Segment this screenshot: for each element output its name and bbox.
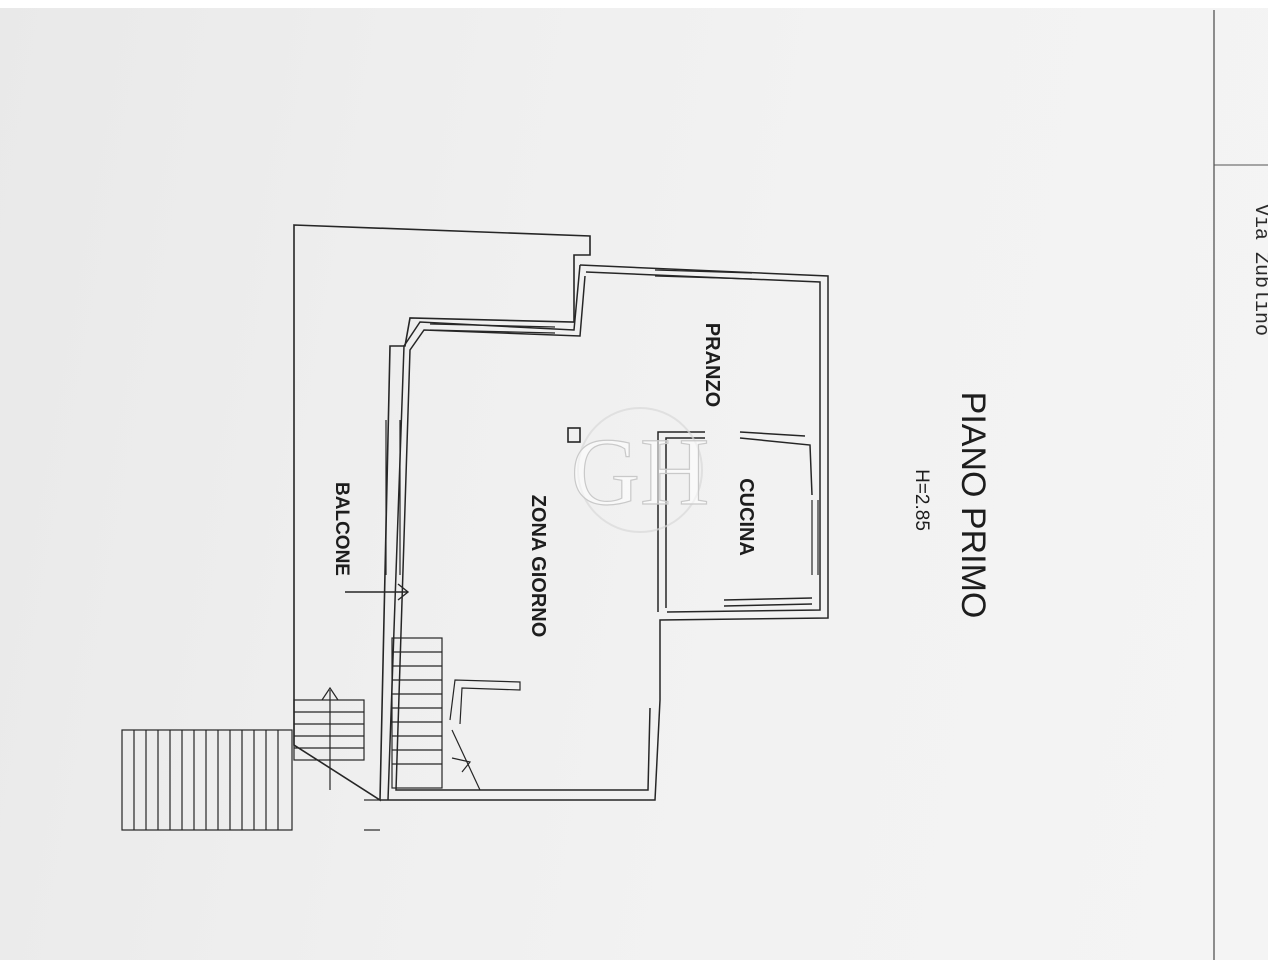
street-label-group: Via Zublino [1249,204,1272,336]
room-label-cucina: CUCINA [735,478,757,556]
title-group: PIANO PRIMO [954,392,992,619]
balcone-arrow [345,583,410,601]
zona-giorno-label-group: ZONA GIORNO [527,495,549,638]
height-note: H=2.85 [911,469,932,531]
plan-title: PIANO PRIMO [954,392,992,619]
window-marks [385,269,819,575]
exterior-walls [380,264,829,801]
cucina-label-group: CUCINA [735,478,757,556]
interior-stair [391,637,521,791]
photo-border-right [1268,0,1280,960]
pranzo-label-group: PRANZO [701,323,723,407]
balcony-outline [293,224,591,802]
height-note-group: H=2.85 [911,469,932,531]
watermark-logo: GH [570,407,710,533]
balcone-label-group: BALCONE [331,482,352,576]
room-label-balcone: BALCONE [331,482,352,576]
column [567,427,581,443]
exterior-stair [121,686,380,831]
room-label-pranzo: PRANZO [701,323,723,407]
watermark-text: GH [571,418,710,525]
photo-border-top [0,0,1280,8]
street-label: Via Zublino [1249,204,1272,336]
room-label-zona-giorno: ZONA GIORNO [527,495,549,638]
